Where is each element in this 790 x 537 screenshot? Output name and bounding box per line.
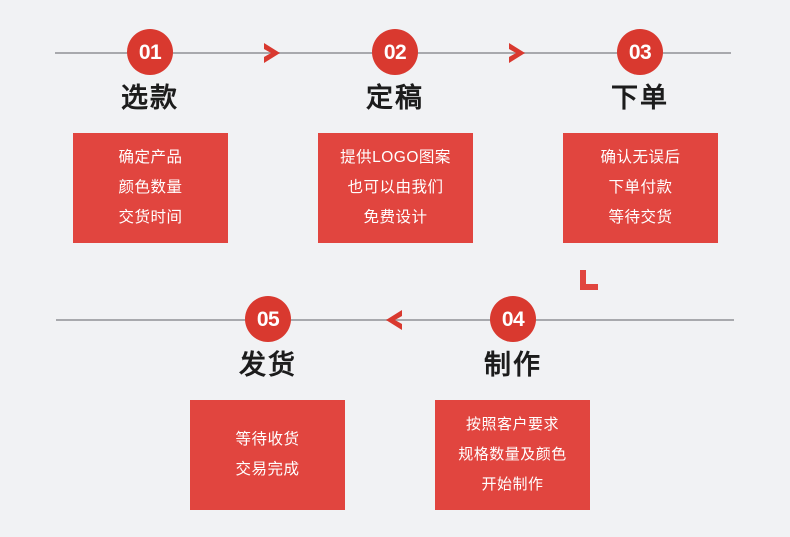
step-badge-01: 01 [127,29,173,75]
step-card-04: 按照客户要求 规格数量及颜色 开始制作 [435,400,590,510]
chevron-right-icon [505,38,531,68]
step-title-04: 制作 [484,350,542,380]
card-line: 确定产品 [118,149,183,166]
card-line: 提供LOGO图案 [340,149,451,166]
step-card-03: 确认无误后 下单付款 等待交货 [563,133,718,243]
corner-turn-icon [577,269,599,291]
step-title-02: 定稿 [366,83,424,113]
step-badge-02: 02 [372,29,418,75]
step-card-05: 等待收货 交易完成 [190,400,345,510]
card-line: 等待交货 [608,209,673,226]
card-line: 免费设计 [363,209,428,226]
step-badge-03: 03 [617,29,663,75]
step-card-01: 确定产品 颜色数量 交货时间 [73,133,228,243]
card-line: 颜色数量 [118,179,183,196]
card-line: 确认无误后 [600,149,681,166]
step-title-01: 选款 [121,83,179,113]
step-title-05: 发货 [239,350,297,380]
chevron-left-icon [380,305,406,335]
card-line: 也可以由我们 [347,179,444,196]
chevron-right-icon [260,38,286,68]
step-badge-04: 04 [490,296,536,342]
step-card-02: 提供LOGO图案 也可以由我们 免费设计 [318,133,473,243]
card-line: 等待收货 [235,431,300,448]
card-line: 规格数量及颜色 [458,446,567,463]
card-line: 开始制作 [481,476,544,493]
step-badge-05: 05 [245,296,291,342]
card-line: 下单付款 [608,179,673,196]
card-line: 交易完成 [235,461,300,478]
card-line: 交货时间 [118,209,183,226]
card-line: 按照客户要求 [465,416,559,433]
step-title-03: 下单 [611,83,669,113]
